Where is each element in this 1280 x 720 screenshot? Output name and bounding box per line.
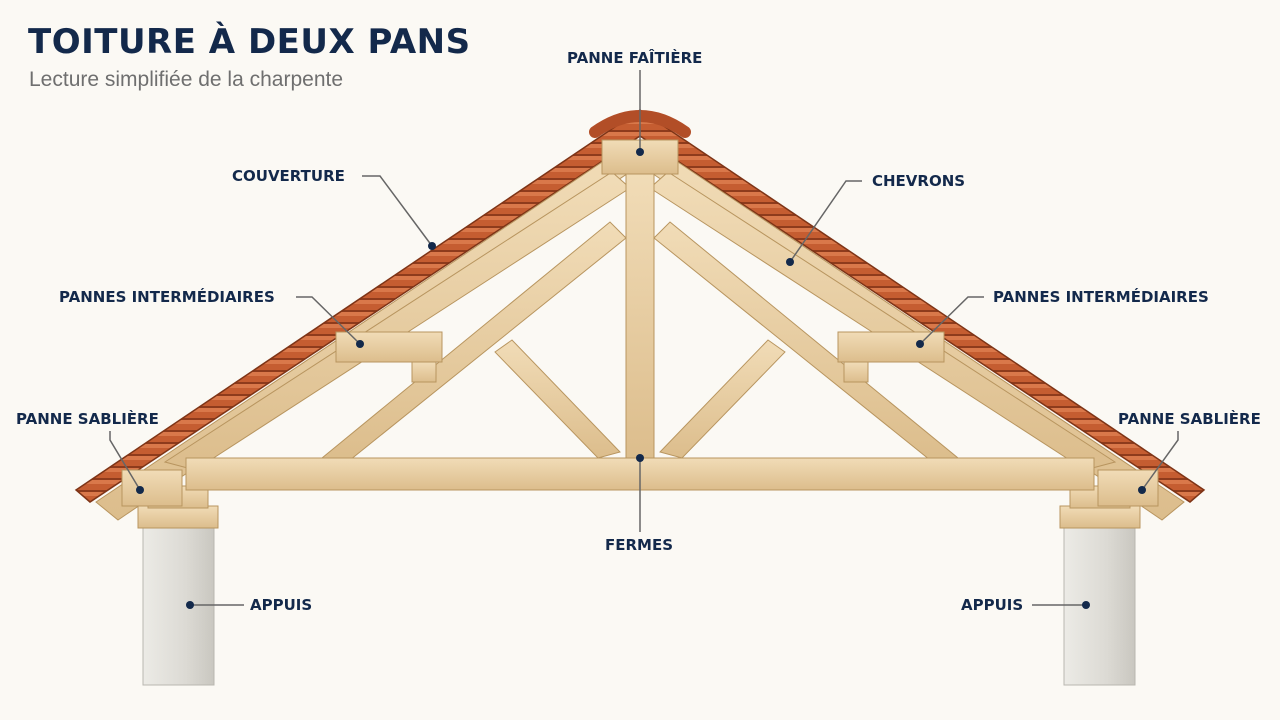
label-pannes-intermediaires-left: PANNES INTERMÉDIAIRES [59, 288, 275, 306]
page-title: TOITURE À DEUX PANS [28, 22, 471, 62]
label-panne-sabliere-right: PANNE SABLIÈRE [1118, 410, 1261, 428]
label-fermes: FERMES [605, 536, 674, 554]
label-couverture: COUVERTURE [232, 167, 345, 185]
page-subtitle: Lecture simplifiée de la charpente [29, 68, 344, 91]
label-panne-faitiere: PANNE FAÎTIÈRE [567, 49, 703, 67]
label-chevrons: CHEVRONS [872, 172, 966, 190]
label-appuis-left: APPUIS [250, 596, 313, 614]
leader-lines [109, 70, 1179, 609]
label-pannes-intermediaires-right: PANNES INTERMÉDIAIRES [993, 288, 1209, 306]
appuis-group [137, 485, 1141, 686]
label-appuis-right: APPUIS [961, 596, 1024, 614]
label-panne-sabliere-left: PANNE SABLIÈRE [16, 410, 159, 428]
panne-sabliere-right-beam [1097, 469, 1159, 507]
fermes-group [163, 171, 1117, 491]
